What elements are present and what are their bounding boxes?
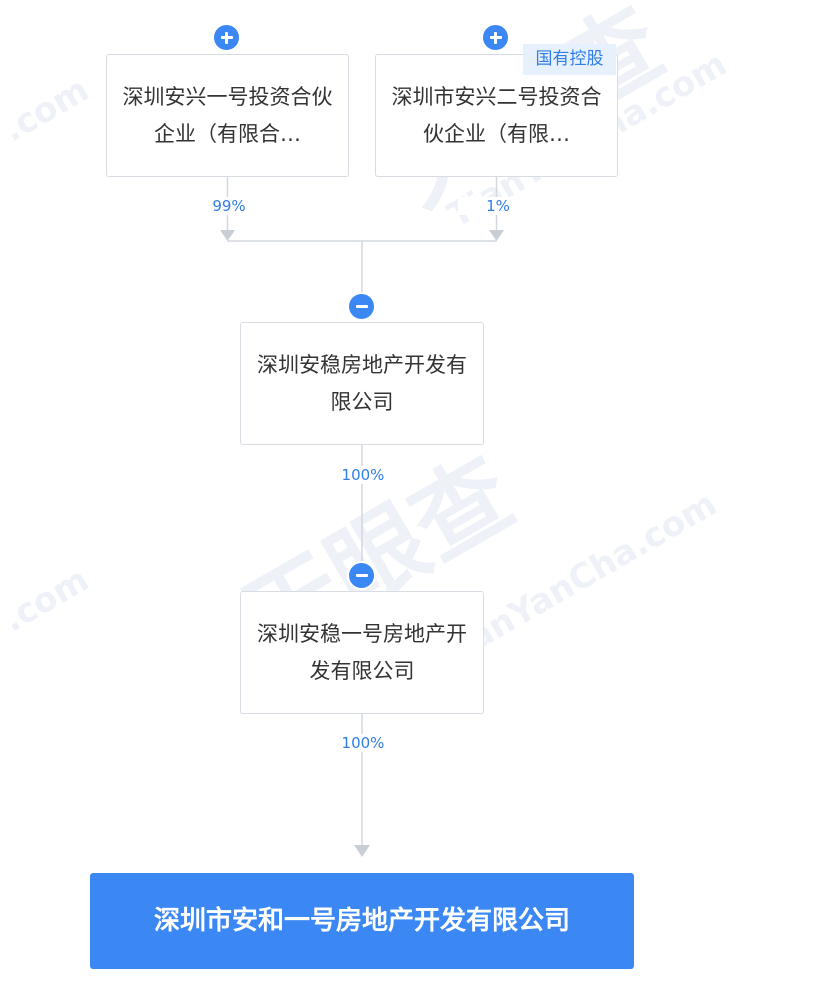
arrow-head (220, 230, 235, 241)
target-company-node[interactable]: 深圳市安和一号房地产开发有限公司 (90, 873, 634, 969)
shareholder-node-anxing-1[interactable]: 深圳安兴一号投资合伙企业（有限合… (106, 54, 349, 177)
share-percent-label: 100% (323, 466, 403, 484)
company-node-anwen[interactable]: 深圳安稳房地产开发有限公司 (240, 322, 484, 445)
company-name: 深圳安稳房地产开发有限公司 (257, 352, 467, 414)
state-owned-badge: 国有控股 (523, 44, 616, 75)
arrow-head (354, 845, 370, 857)
collapse-icon[interactable] (347, 561, 376, 590)
arrow-head (489, 230, 504, 241)
share-percent-label: 1% (458, 197, 538, 215)
company-node-anwen-1[interactable]: 深圳安稳一号房地产开发有限公司 (240, 591, 484, 714)
company-name: 深圳安兴一号投资合伙企业（有限合… (122, 84, 333, 146)
expand-icon[interactable] (212, 23, 241, 52)
expand-icon[interactable] (481, 23, 510, 52)
company-name: 深圳安稳一号房地产开发有限公司 (257, 621, 467, 683)
share-percent-label: 99% (189, 197, 269, 215)
collapse-icon[interactable] (347, 292, 376, 321)
company-name: 深圳市安兴二号投资合伙企业（有限… (391, 84, 602, 146)
share-percent-label: 100% (323, 734, 403, 752)
target-company-name: 深圳市安和一号房地产开发有限公司 (153, 906, 570, 936)
